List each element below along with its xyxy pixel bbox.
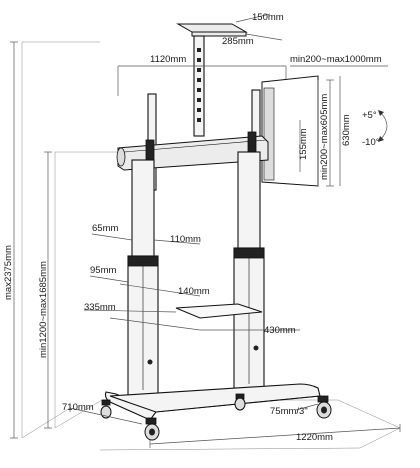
screen-height-label: 630mm — [341, 114, 352, 146]
lower-sleeve-width-label: 140mm — [178, 286, 210, 297]
height-range-label: min1200~max1685mm — [38, 261, 49, 358]
tilt-down-label: -10° — [362, 137, 380, 148]
casters — [100, 393, 332, 441]
base-width-label: 1220mm — [296, 432, 333, 443]
shelf-depth-label: 335mm — [84, 302, 116, 313]
top-plate: 150mm 285mm — [176, 12, 284, 47]
caster-back-right — [234, 393, 246, 411]
top-plate-width-label: 150mm — [252, 12, 284, 23]
shelf-width-label: 430mm — [264, 325, 296, 336]
mounting-bracket — [116, 89, 269, 191]
caster-back-left — [100, 399, 112, 419]
upper-sleeve-dimension: 65mm 110mm — [91, 223, 201, 245]
bracket-offset-label: 155mm — [298, 128, 309, 160]
caster-size-label: 75mm/3" — [270, 406, 308, 417]
tilt-indicator: +5° -10° — [362, 110, 388, 148]
lower-sleeve-depth-label: 95mm — [90, 265, 116, 276]
left-post — [127, 159, 159, 397]
base-depth-label: 710mm — [62, 402, 94, 413]
caster-front-left — [144, 417, 160, 441]
top-plate-depth-label: 285mm — [222, 36, 254, 47]
wall-guides — [21, 41, 401, 451]
upper-sleeve-width-label: 110mm — [170, 234, 201, 245]
tilt-up-label: +5° — [362, 110, 377, 121]
vesa-horizontal-range-label: min200~max1000mm — [290, 54, 382, 65]
tv-screen — [261, 75, 319, 187]
central-column — [193, 35, 205, 137]
height-range-dimension: min1200~max1685mm — [38, 151, 52, 429]
shelf: 335mm 430mm — [83, 302, 300, 336]
max-height-dimension: max2375mm — [3, 41, 18, 439]
lower-sleeve-dimension: 95mm 140mm — [89, 265, 210, 297]
vesa-vertical-range-label: min200~max605mm — [319, 94, 330, 180]
vertical-dimensions: min200~max605mm 155mm 630mm — [298, 76, 352, 187]
base — [104, 383, 321, 421]
vesa-horizontal-label: 1120mm — [150, 54, 186, 65]
base-dimensions: 710mm 75mm/3" 1220mm — [62, 402, 401, 448]
right-post — [233, 151, 265, 389]
caster-front-right — [316, 395, 332, 419]
max-height-label: max2375mm — [3, 245, 14, 300]
upper-sleeve-depth-label: 65mm — [92, 223, 118, 234]
